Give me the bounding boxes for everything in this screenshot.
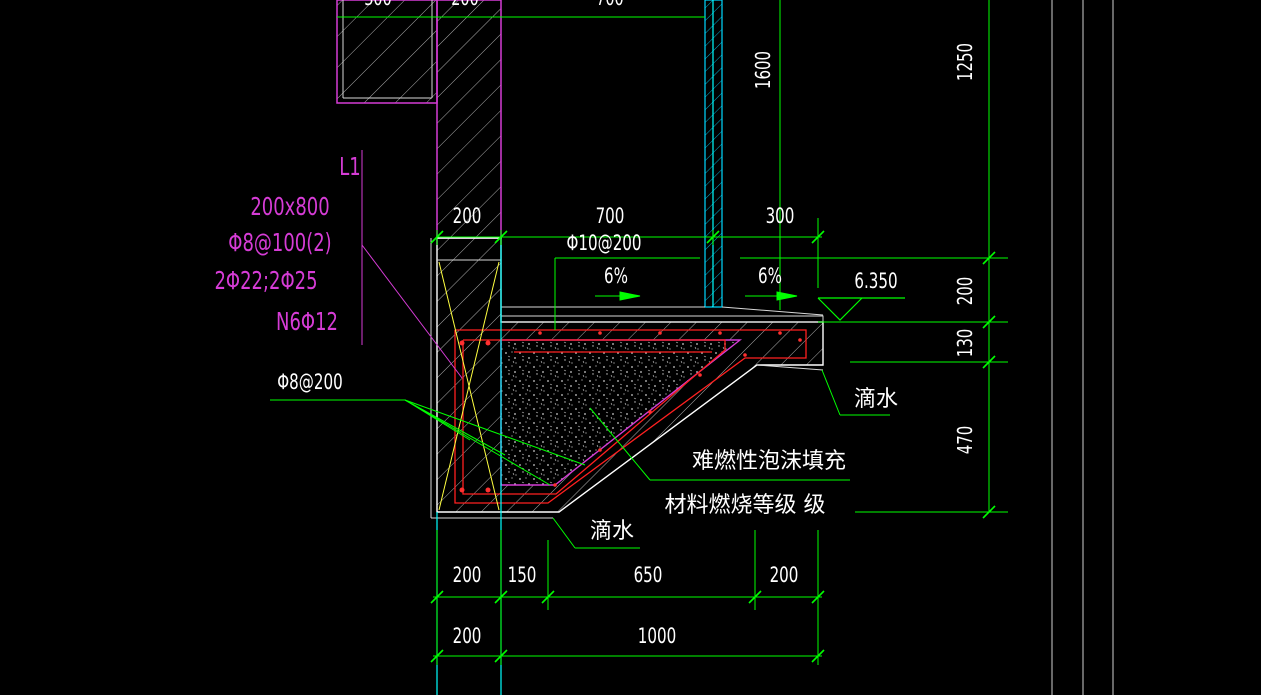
beam-callout: L1 200x800 Φ8@100(2) 2Φ22;2Φ25 N6Φ12 (214, 153, 360, 337)
slope-left-label: 6% (604, 265, 628, 289)
dim-top-mid: 200 (451, 0, 478, 11)
rebar-cage (454, 329, 807, 504)
annotation-labels: Φ10@200 Φ8@200 6% 6% 6.350 滴水 滴水 难燃性泡沫填充… (277, 232, 898, 544)
drip-bottom-label: 滴水 (590, 519, 634, 544)
stirrup-rebar-label: Φ8@200 (277, 371, 342, 395)
white-reference-lines (1051, 0, 1114, 695)
slab-rebar-label: Φ10@200 (566, 232, 641, 256)
dim-slab-thick: 130 (955, 329, 978, 358)
dimension-texts: 300 200 700 200 700 300 1600 1250 200 13… (364, 0, 977, 649)
upper-wall-block (336, 0, 438, 104)
dim-wall-gap: 200 (453, 205, 482, 229)
dim-beam-depth: 470 (955, 426, 978, 455)
drip-right-label: 滴水 (854, 387, 898, 412)
dim-top-left: 300 (364, 0, 391, 11)
beam-main-bars: 2Φ22;2Φ25 (214, 267, 317, 296)
slope-right-label: 6% (758, 265, 782, 289)
dim-bottom-150: 150 (508, 564, 537, 588)
dim-upper-height: 1250 (955, 43, 978, 81)
dimension-ticks (430, 230, 996, 663)
beam-name: L1 (339, 153, 360, 182)
dim-slab-overhang: 300 (766, 205, 795, 229)
dim-slab-inner: 700 (596, 205, 625, 229)
beam-side-bars: N6Φ12 (276, 308, 338, 337)
beam-stirrup: Φ8@100(2) (228, 229, 331, 258)
beam-cross-marks (438, 261, 500, 511)
dim-glass-height: 1600 (753, 51, 776, 89)
dim-overall-1000: 1000 (638, 625, 676, 649)
elevation-label: 6.350 (854, 270, 897, 294)
dim-slab-edge: 200 (955, 277, 978, 306)
rebar-dots (459, 331, 802, 493)
dim-overall-200: 200 (453, 625, 482, 649)
foam-note-line2: 材料燃烧等级 级 (665, 493, 826, 518)
foam-note-line1: 难燃性泡沫填充 (692, 449, 846, 474)
dim-bottom-650: 650 (634, 564, 663, 588)
dim-bottom-200a: 200 (453, 564, 482, 588)
slope-arrows (595, 291, 798, 301)
dim-bottom-200b: 200 (770, 564, 799, 588)
beam-size: 200x800 (250, 193, 329, 222)
leader-lines (270, 150, 1000, 549)
elevation-symbol (817, 297, 905, 321)
concrete-wall-column (436, 0, 502, 239)
dim-top-right: 700 (596, 0, 623, 11)
